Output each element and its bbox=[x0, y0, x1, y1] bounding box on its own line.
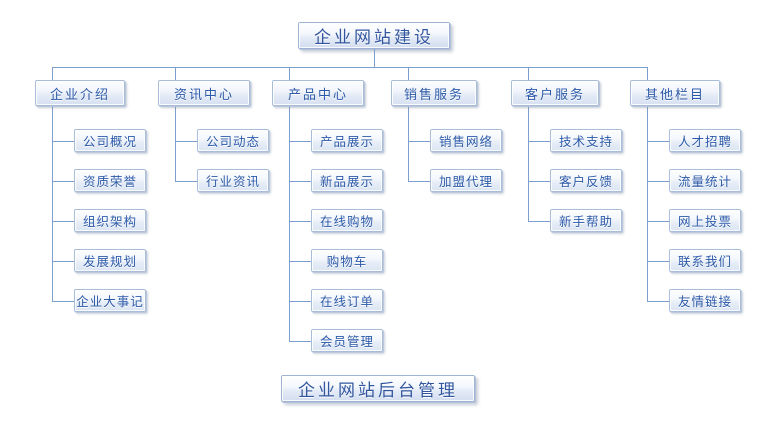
subcategory-node[interactable]: 新品展示 bbox=[311, 169, 383, 192]
connector-line-vertical bbox=[374, 49, 375, 67]
subcategory-node-label: 流量统计 bbox=[677, 174, 732, 189]
connector-line-horizontal bbox=[408, 141, 430, 142]
subcategory-node-label: 联系我们 bbox=[677, 254, 732, 269]
footer-node-backend-management[interactable]: 企业网站后台管理 bbox=[281, 375, 475, 402]
subcategory-node-label: 公司概况 bbox=[82, 134, 137, 149]
category-node-label: 产品中心 bbox=[287, 87, 348, 103]
subcategory-node[interactable]: 公司动态 bbox=[197, 129, 269, 152]
subcategory-node[interactable]: 在线购物 bbox=[311, 209, 383, 232]
connector-line-vertical bbox=[52, 67, 53, 80]
category-node-company-intro[interactable]: 企业介绍 bbox=[35, 80, 125, 106]
connector-line-vertical bbox=[408, 106, 409, 181]
subcategory-node[interactable]: 发展规划 bbox=[74, 249, 146, 272]
connector-line-vertical bbox=[52, 106, 53, 301]
subcategory-node-label: 会员管理 bbox=[319, 334, 374, 349]
connector-line-horizontal bbox=[528, 181, 550, 182]
connector-line-horizontal bbox=[289, 141, 311, 142]
connector-line-horizontal bbox=[289, 181, 311, 182]
subcategory-node-label: 组织架构 bbox=[82, 214, 137, 229]
connector-line-horizontal bbox=[52, 301, 74, 302]
subcategory-node-label: 客户反馈 bbox=[558, 174, 613, 189]
connector-line-vertical bbox=[175, 67, 176, 80]
subcategory-node-label: 企业大事记 bbox=[76, 294, 144, 309]
connector-line-horizontal bbox=[52, 67, 647, 68]
subcategory-node[interactable]: 人才招聘 bbox=[669, 129, 741, 152]
connector-line-vertical bbox=[408, 67, 409, 80]
subcategory-node-label: 公司动态 bbox=[205, 134, 260, 149]
subcategory-node[interactable]: 加盟代理 bbox=[430, 169, 502, 192]
connector-line-horizontal bbox=[52, 221, 74, 222]
connector-line-horizontal bbox=[289, 301, 311, 302]
connector-line-vertical bbox=[528, 67, 529, 80]
category-node-product-center[interactable]: 产品中心 bbox=[272, 80, 364, 106]
subcategory-node-label: 资质荣誉 bbox=[82, 174, 137, 189]
subcategory-node-label: 产品展示 bbox=[319, 134, 374, 149]
subcategory-node-label: 在线订单 bbox=[319, 294, 374, 309]
connector-line-vertical bbox=[647, 67, 648, 80]
connector-line-horizontal bbox=[289, 341, 311, 342]
subcategory-node-label: 行业资讯 bbox=[205, 174, 260, 189]
connector-line-horizontal bbox=[408, 181, 430, 182]
category-node-label: 销售服务 bbox=[403, 87, 464, 103]
subcategory-node[interactable]: 网上投票 bbox=[669, 209, 741, 232]
subcategory-node-label: 加盟代理 bbox=[438, 174, 493, 189]
subcategory-node[interactable]: 友情链接 bbox=[669, 289, 741, 312]
subcategory-node[interactable]: 行业资讯 bbox=[197, 169, 269, 192]
connector-line-vertical bbox=[528, 106, 529, 221]
connector-line-horizontal bbox=[52, 261, 74, 262]
subcategory-node[interactable]: 客户反馈 bbox=[550, 169, 622, 192]
root-node-label: 企业网站建设 bbox=[314, 28, 434, 48]
subcategory-node-label: 发展规划 bbox=[82, 254, 137, 269]
subcategory-node[interactable]: 资质荣誉 bbox=[74, 169, 146, 192]
subcategory-node-label: 网上投票 bbox=[677, 214, 732, 229]
connector-line-horizontal bbox=[647, 141, 669, 142]
subcategory-node[interactable]: 购物车 bbox=[311, 249, 383, 272]
subcategory-node-label: 销售网络 bbox=[438, 134, 493, 149]
category-node-sales-service[interactable]: 销售服务 bbox=[391, 80, 477, 106]
connector-line-horizontal bbox=[52, 141, 74, 142]
category-node-news-center[interactable]: 资讯中心 bbox=[158, 80, 250, 106]
connector-line-vertical bbox=[175, 106, 176, 181]
connector-line-horizontal bbox=[289, 261, 311, 262]
connector-line-horizontal bbox=[289, 221, 311, 222]
connector-line-horizontal bbox=[528, 221, 550, 222]
connector-line-horizontal bbox=[528, 141, 550, 142]
connector-line-horizontal bbox=[175, 141, 197, 142]
subcategory-node-label: 购物车 bbox=[326, 254, 368, 269]
subcategory-node[interactable]: 公司概况 bbox=[74, 129, 146, 152]
subcategory-node[interactable]: 在线订单 bbox=[311, 289, 383, 312]
connector-line-horizontal bbox=[52, 181, 74, 182]
subcategory-node-label: 新品展示 bbox=[319, 174, 374, 189]
connector-line-horizontal bbox=[647, 221, 669, 222]
subcategory-node-label: 在线购物 bbox=[319, 214, 374, 229]
connector-line-horizontal bbox=[647, 181, 669, 182]
subcategory-node-label: 人才招聘 bbox=[677, 134, 732, 149]
footer-node-label: 企业网站后台管理 bbox=[298, 381, 458, 401]
connector-line-horizontal bbox=[647, 261, 669, 262]
root-node-enterprise-website[interactable]: 企业网站建设 bbox=[298, 22, 450, 49]
subcategory-node[interactable]: 组织架构 bbox=[74, 209, 146, 232]
category-node-label: 客户服务 bbox=[524, 87, 585, 103]
subcategory-node-label: 技术支持 bbox=[558, 134, 613, 149]
connector-line-vertical bbox=[289, 67, 290, 80]
category-node-label: 其他栏目 bbox=[644, 87, 705, 103]
category-node-label: 资讯中心 bbox=[173, 87, 234, 103]
subcategory-node[interactable]: 新手帮助 bbox=[550, 209, 622, 232]
subcategory-node[interactable]: 会员管理 bbox=[311, 329, 383, 352]
category-node-other-columns[interactable]: 其他栏目 bbox=[630, 80, 720, 106]
subcategory-node[interactable]: 联系我们 bbox=[669, 249, 741, 272]
category-node-customer-service[interactable]: 客户服务 bbox=[511, 80, 599, 106]
subcategory-node[interactable]: 产品展示 bbox=[311, 129, 383, 152]
connector-line-horizontal bbox=[175, 181, 197, 182]
subcategory-node[interactable]: 流量统计 bbox=[669, 169, 741, 192]
connector-line-vertical bbox=[647, 106, 648, 301]
subcategory-node[interactable]: 技术支持 bbox=[550, 129, 622, 152]
connector-line-vertical bbox=[289, 106, 290, 341]
subcategory-node[interactable]: 销售网络 bbox=[430, 129, 502, 152]
connector-line-horizontal bbox=[647, 301, 669, 302]
subcategory-node-label: 新手帮助 bbox=[558, 214, 613, 229]
subcategory-node-label: 友情链接 bbox=[677, 294, 732, 309]
subcategory-node[interactable]: 企业大事记 bbox=[74, 289, 146, 312]
category-node-label: 企业介绍 bbox=[49, 87, 110, 103]
